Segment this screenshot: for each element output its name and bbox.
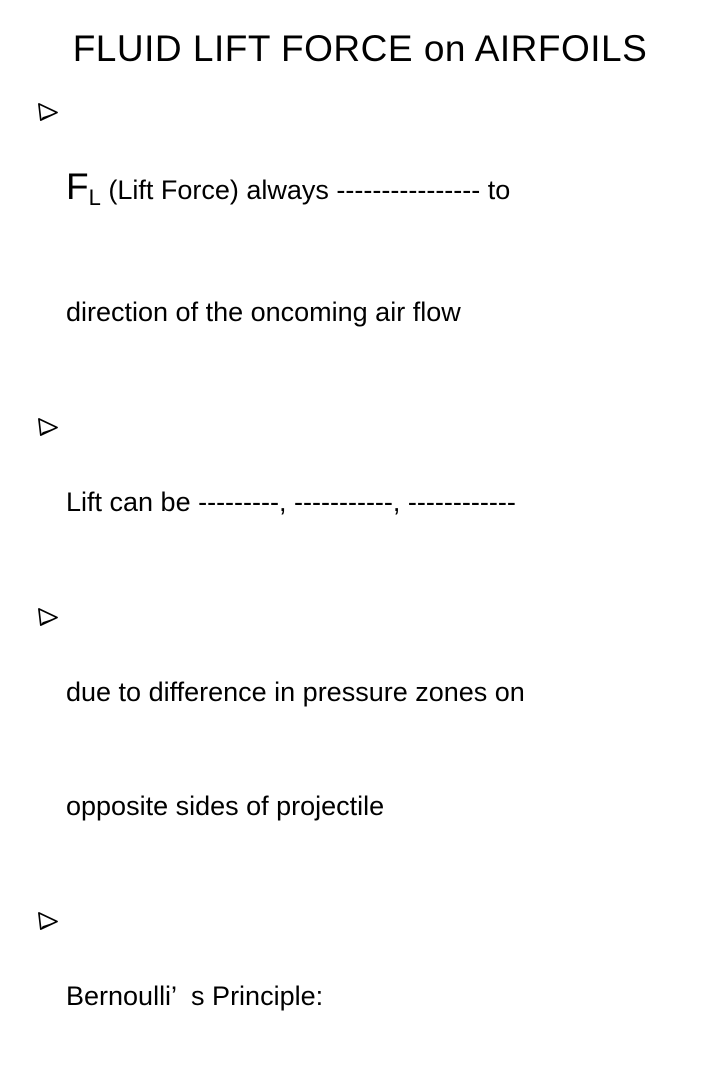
force-symbol: F — [66, 166, 89, 207]
bullet-pressure-zones: due to difference in pressure zones on o… — [36, 597, 704, 901]
bullet-text: FL (Lift Force) always ---------------- … — [66, 92, 510, 407]
bullet-line-text: Lift can be ---------, -----------, ----… — [66, 487, 516, 517]
slide: FLUID LIFT FORCE on AIRFOILS FL (Lift Fo… — [38, 28, 648, 1011]
bullet-line-text: opposite sides of projectile — [66, 791, 385, 821]
bullet-line-text: (Lift Force) always ---------------- to — [100, 175, 511, 205]
arrow-bullet-icon — [36, 92, 66, 124]
bullet-text: due to difference in pressure zones on o… — [66, 597, 525, 901]
arrow-bullet-icon — [36, 407, 66, 439]
bullet-text: Bernoulli’ s Principle: ↑ flow v = ↓ pre… — [66, 901, 558, 1080]
bullet-text: Lift can be ---------, -----------, ----… — [66, 407, 516, 597]
bullet-line-text: Bernoulli’ s Principle: — [66, 981, 324, 1011]
slide-body: FL (Lift Force) always ---------------- … — [36, 92, 704, 1080]
slide-title: FLUID LIFT FORCE on AIRFOILS — [72, 28, 648, 69]
bullet-line-text: due to difference in pressure zones on — [66, 677, 525, 707]
arrow-bullet-icon — [36, 901, 66, 933]
bullet-bernoulli: Bernoulli’ s Principle: ↑ flow v = ↓ pre… — [36, 901, 704, 1080]
bullet-line: FL (Lift Force) always ---------------- … — [66, 168, 510, 217]
arrow-bullet-icon — [36, 597, 66, 629]
bullet-lift-force: FL (Lift Force) always ---------------- … — [36, 92, 704, 407]
bullet-line-text: direction of the oncoming air flow — [66, 297, 461, 327]
bullet-lift-can-be: Lift can be ---------, -----------, ----… — [36, 407, 704, 597]
force-subscript: L — [88, 185, 101, 210]
